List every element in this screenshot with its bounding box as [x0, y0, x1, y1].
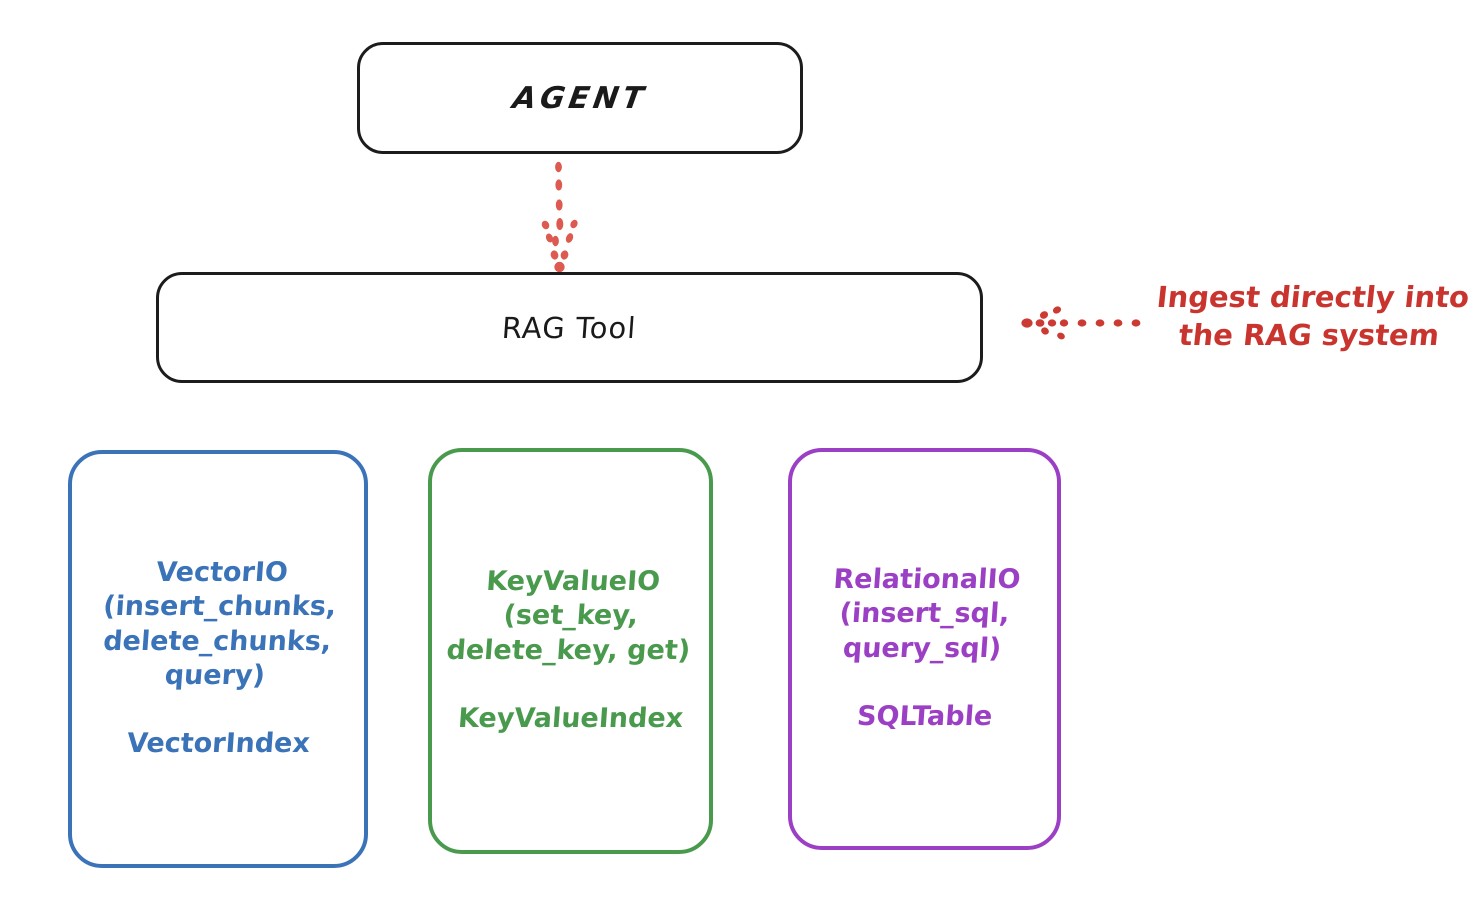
node-relationalio-interface: RelationalIO (insert_sql, query_sql)	[832, 564, 1022, 664]
node-keyvalueio[interactable]: KeyValueIO (set_key, delete_key, get) Ke…	[428, 448, 713, 854]
node-vectorio-interface: VectorIO (insert_chunks, delete_chunks, …	[101, 557, 337, 692]
edge-ingest-to-ragtool-arrow	[1021, 306, 1141, 340]
edge-agent-to-ragtool-arrow	[541, 161, 578, 273]
node-keyvalueio-interface: KeyValueIO (set_key, delete_key, get)	[445, 566, 691, 666]
node-keyvalueio-index: KeyValueIndex	[456, 703, 685, 735]
node-vectorio[interactable]: VectorIO (insert_chunks, delete_chunks, …	[68, 450, 368, 868]
node-relationalio-index: SQLTable	[855, 701, 994, 733]
node-rag-tool-label: RAG Tool	[501, 310, 638, 345]
node-agent-label: AGENT	[510, 80, 650, 116]
node-vectorio-index: VectorIndex	[125, 728, 311, 760]
node-agent[interactable]: AGENT	[357, 42, 803, 154]
node-rag-tool[interactable]: RAG Tool	[156, 272, 983, 383]
annotation-ingest-directly: Ingest directly into the RAG system	[1155, 280, 1471, 353]
node-relationalio[interactable]: RelationalIO (insert_sql, query_sql) SQL…	[788, 448, 1061, 850]
